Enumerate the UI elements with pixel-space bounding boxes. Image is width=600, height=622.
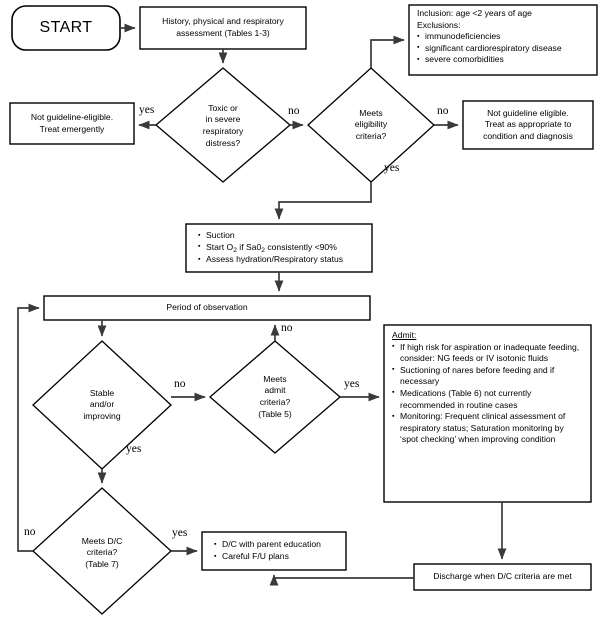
connector-eligibility-yes	[274, 182, 372, 220]
node-initial-care-shape	[185, 223, 373, 273]
node-not-eligible-condition-shape	[462, 100, 594, 150]
branch-label-toxic-yes: yes	[139, 104, 155, 116]
branch-label-stable-yes: yes	[126, 443, 142, 455]
branch-label-admit-yes: yes	[344, 378, 360, 390]
branch-label-eligibility-yes: yes	[384, 162, 400, 174]
branch-label-admit-no: no	[281, 322, 293, 334]
node-stable-shape	[32, 340, 172, 470]
node-history-shape	[139, 6, 307, 50]
node-inclusion-shape	[408, 4, 598, 76]
node-dc-criteria-shape	[32, 487, 172, 615]
connector-discharge-to-dc-plan	[269, 574, 414, 586]
branch-label-eligibility-no: no	[437, 105, 449, 117]
branch-label-dc-yes: yes	[172, 527, 188, 539]
branch-label-dc-no: no	[24, 526, 36, 538]
node-discharge-shape	[413, 563, 592, 591]
node-eligibility-shape	[307, 67, 435, 183]
node-admit-panel-shape	[383, 324, 592, 503]
node-admit-criteria-shape	[209, 340, 341, 454]
node-observation-shape	[43, 295, 371, 321]
connector-dc-no	[17, 303, 40, 552]
connector-eligibility-to-inclusion	[370, 35, 405, 68]
branch-label-stable-no: no	[174, 378, 186, 390]
node-not-eligible-emergent-shape	[9, 102, 135, 145]
node-toxic-shape	[154, 67, 292, 183]
node-dc-plan-shape	[201, 531, 347, 571]
branch-label-toxic-no: no	[288, 105, 300, 117]
node-start-shape	[11, 5, 121, 51]
